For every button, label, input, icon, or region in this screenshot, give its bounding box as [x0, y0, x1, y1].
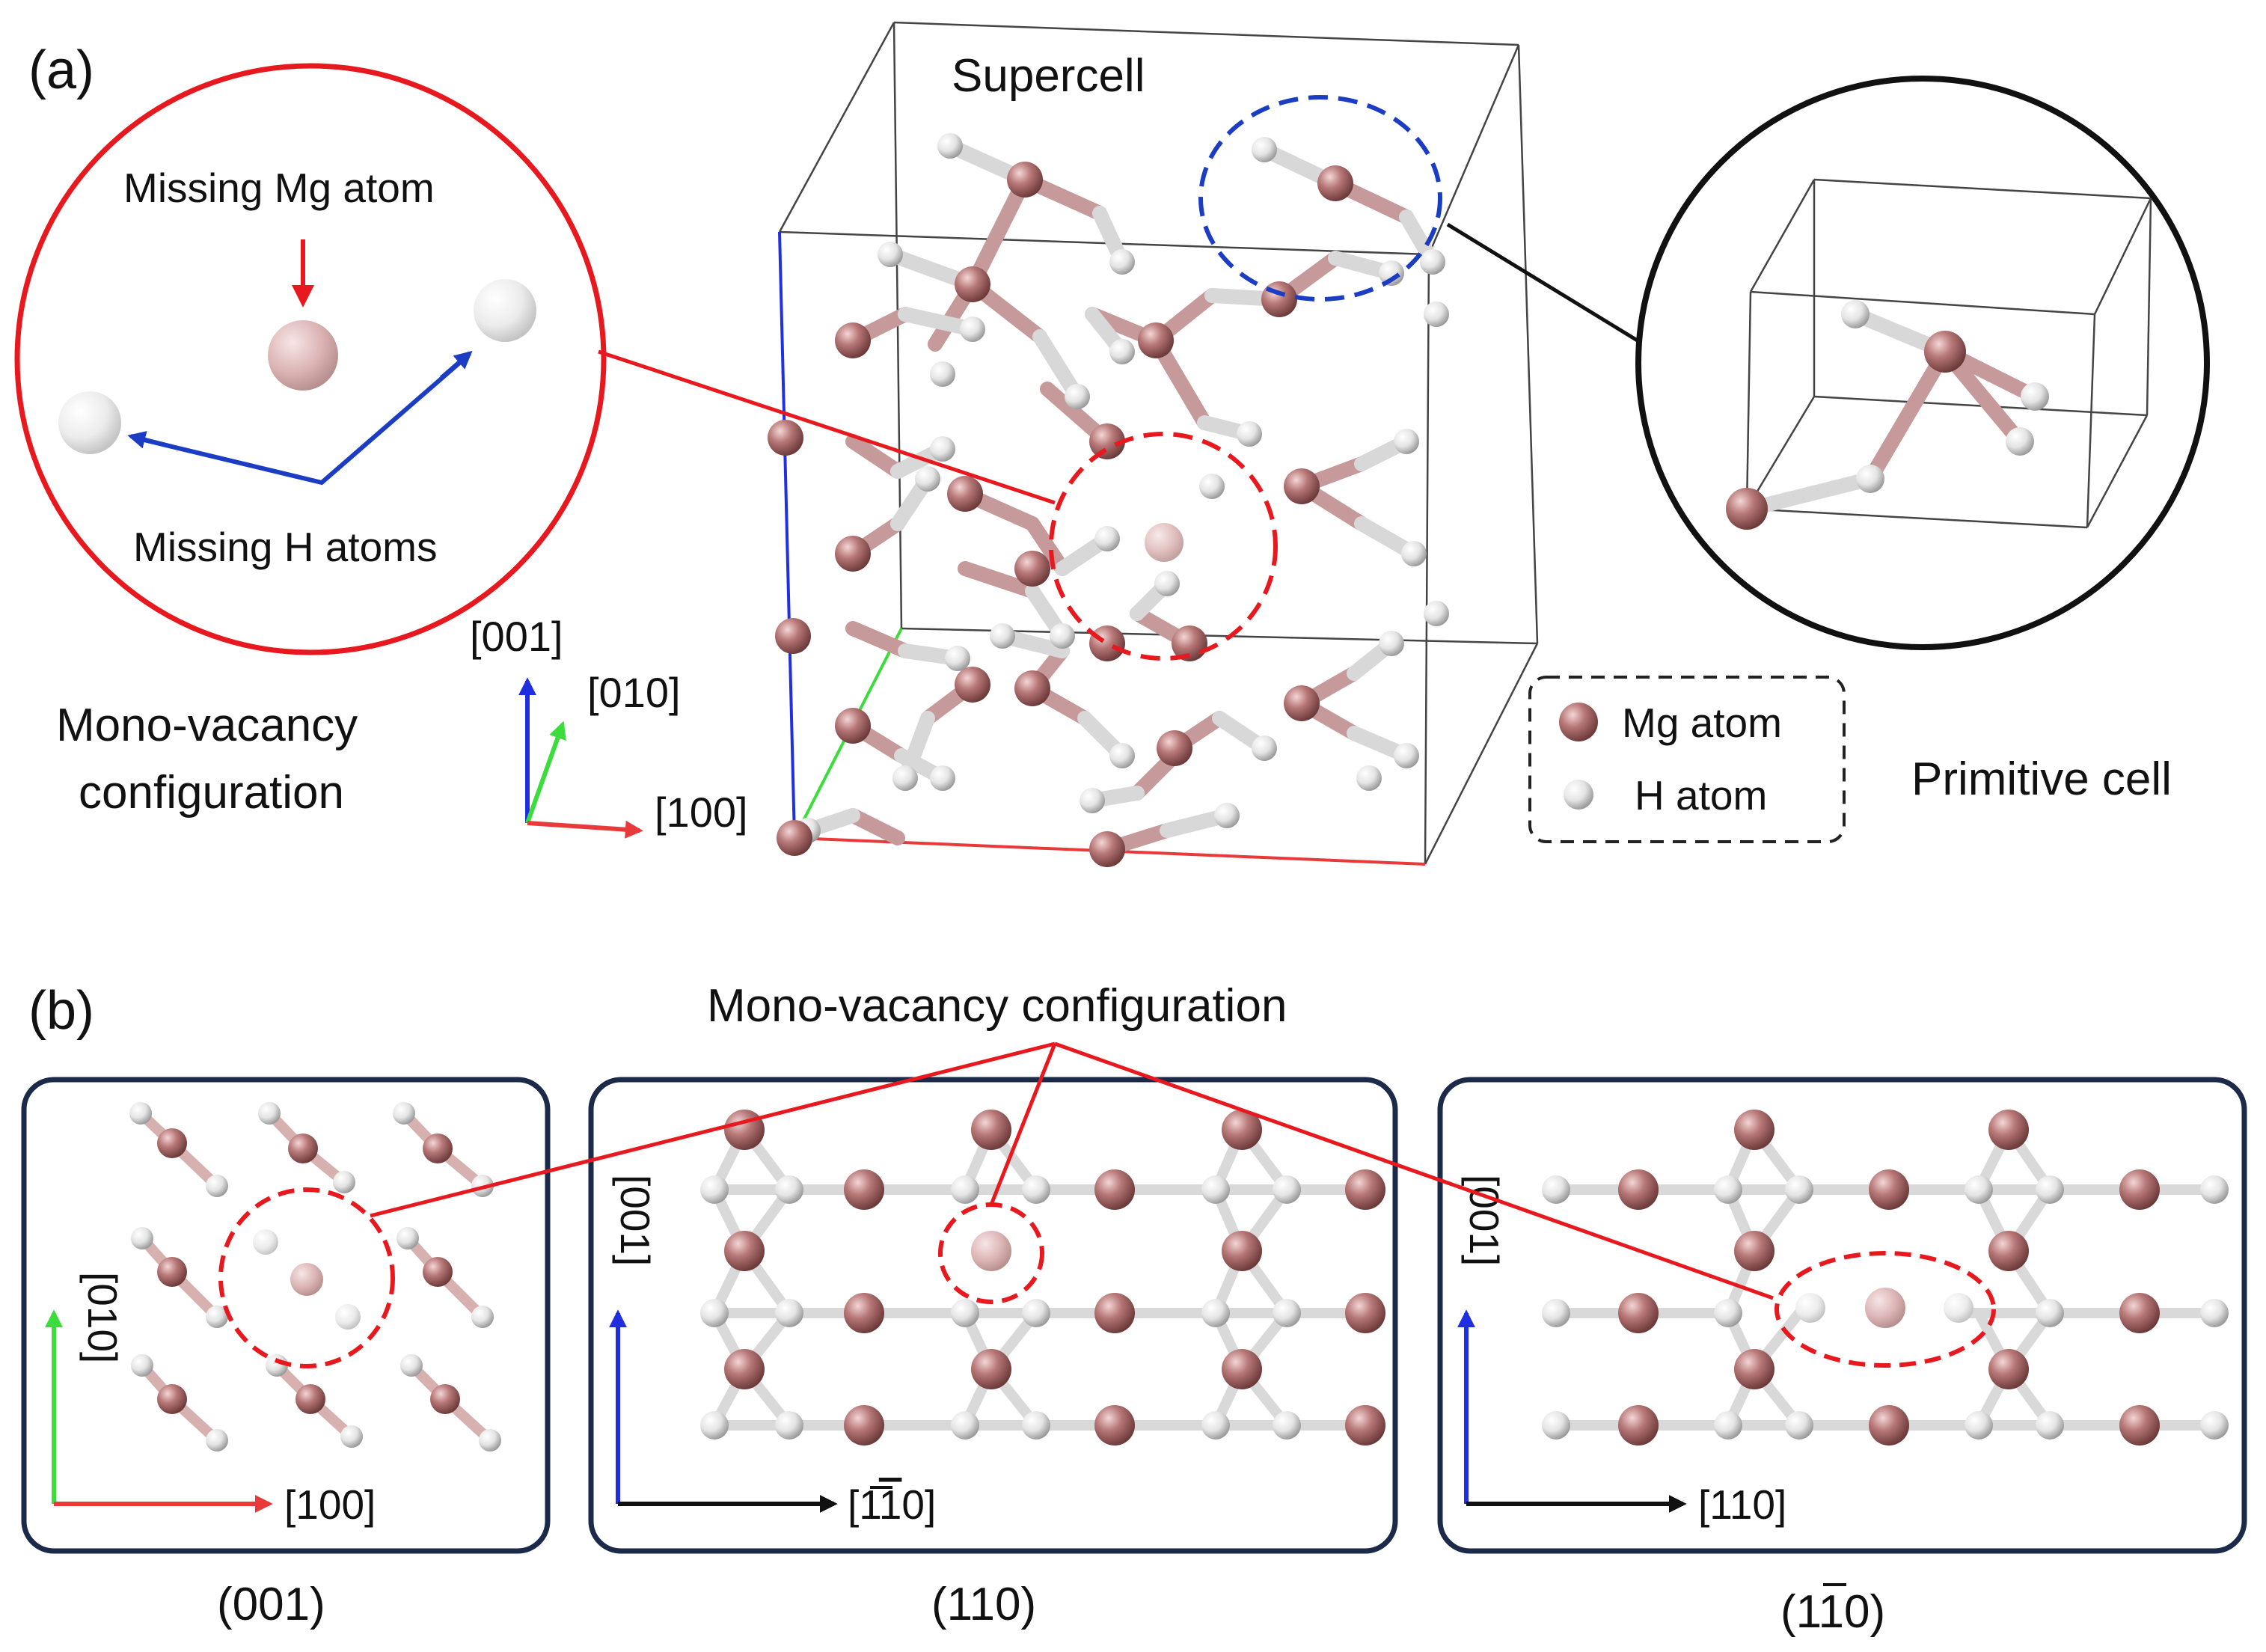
panel-b-label: (b) — [28, 981, 94, 1041]
mono-vacancy-caption-line2: configuration — [79, 767, 344, 819]
missing-h-ghost-right — [474, 279, 536, 342]
supercell-mg-atoms — [768, 162, 1353, 867]
view-1bar10-h-ghost-left — [1795, 1293, 1825, 1323]
view-1bar10-atoms — [1542, 1110, 2229, 1446]
view-110: [110] [001] — [588, 1077, 1398, 1554]
view-001-axis-x-label: [100] — [284, 1481, 376, 1528]
view-1bar10-mg-ghost — [1865, 1288, 1905, 1328]
view-001-vacancy-ring — [218, 1187, 395, 1368]
supercell-primitive-ring — [1198, 95, 1442, 302]
supercell-vacancy-mg-ghost — [1145, 523, 1183, 562]
view-110-mg-ghost — [971, 1231, 1011, 1271]
primitive-cell-atoms — [1726, 300, 2049, 530]
view-1bar10: [110] [001] — [1437, 1077, 2247, 1554]
view-001-h-ghost-2 — [335, 1304, 361, 1330]
axis-100-arrow — [527, 820, 643, 839]
supercell-edge-blue — [778, 231, 796, 839]
primitive-connector — [1446, 222, 1651, 350]
view-001: [100] [010] — [21, 1077, 551, 1554]
mono-vacancy-caption-line1: Mono-vacancy — [56, 700, 358, 751]
supercell-vacancy-ring — [1049, 432, 1278, 661]
missing-h-arrows — [134, 357, 465, 486]
panel-b-connectors — [370, 1041, 1774, 1300]
primitive-cell-caption: Primitive cell — [1911, 753, 2172, 805]
zoom-connector-red — [598, 349, 1056, 505]
legend: Mg atom H atom — [1528, 676, 1846, 843]
panel-a-label: (a) — [28, 40, 94, 100]
view-1bar10-axis-x-label: [110] — [1698, 1481, 1786, 1528]
view-110-atoms — [700, 1110, 1385, 1446]
missing-mg-ghost — [268, 320, 338, 391]
missing-h-arrow-right-head — [440, 350, 473, 380]
legend-h-swatch — [1564, 780, 1593, 810]
view-001-mg-ghost — [290, 1263, 323, 1296]
axes-triad-a: [001] [010] [100] — [470, 613, 748, 839]
missing-h-arrow-left-head — [127, 431, 173, 449]
view-110-axis-x-overbar-digit: 1 — [879, 1481, 902, 1528]
view-001-axis-y-label: [010] — [79, 1272, 126, 1363]
panel-a: (a) — [14, 21, 2210, 867]
legend-mg-swatch — [1559, 703, 1598, 741]
legend-h-label: H atom — [1635, 772, 1767, 819]
primitive-cell-box — [1745, 178, 2152, 529]
legend-mg-label: Mg atom — [1622, 700, 1782, 746]
axis-001-label: [001] — [470, 613, 563, 660]
supercell-title: Supercell — [952, 50, 1145, 102]
zoom-missing-h-label: Missing H atoms — [133, 524, 437, 570]
panel-b-title: Mono-vacancy configuration — [707, 980, 1287, 1032]
zoom-missing-mg-label: Missing Mg atom — [123, 165, 435, 211]
view-001-atoms — [129, 1102, 501, 1451]
axis-010-arrow — [525, 721, 566, 825]
view-110-plane-label: (110) — [931, 1579, 1036, 1630]
axis-100-label: [100] — [655, 789, 748, 836]
view-110-axis-y-label: [001] — [612, 1175, 658, 1266]
view-110-axis-x-label: [110] — [848, 1481, 936, 1528]
axis-010-label: [010] — [587, 669, 681, 716]
panel-b: (b) Mono-vacancy configuration — [21, 980, 2247, 1638]
missing-h-ghost-left — [58, 391, 121, 454]
supercell-h-atoms — [795, 133, 1449, 843]
view-1bar10-vacancy-ring — [1774, 1251, 1996, 1368]
view-1bar10-plane-label: (110) — [1780, 1586, 1885, 1638]
view-1bar10-h-ghost-right — [1944, 1293, 1973, 1323]
zoom-primitive-cell — [1635, 76, 2210, 650]
view-001-plane-label: (001) — [217, 1579, 325, 1630]
zoom-mono-vacancy: Missing Mg atom Missing H atoms — [14, 63, 607, 655]
view-001-h-ghost-1 — [253, 1229, 278, 1255]
